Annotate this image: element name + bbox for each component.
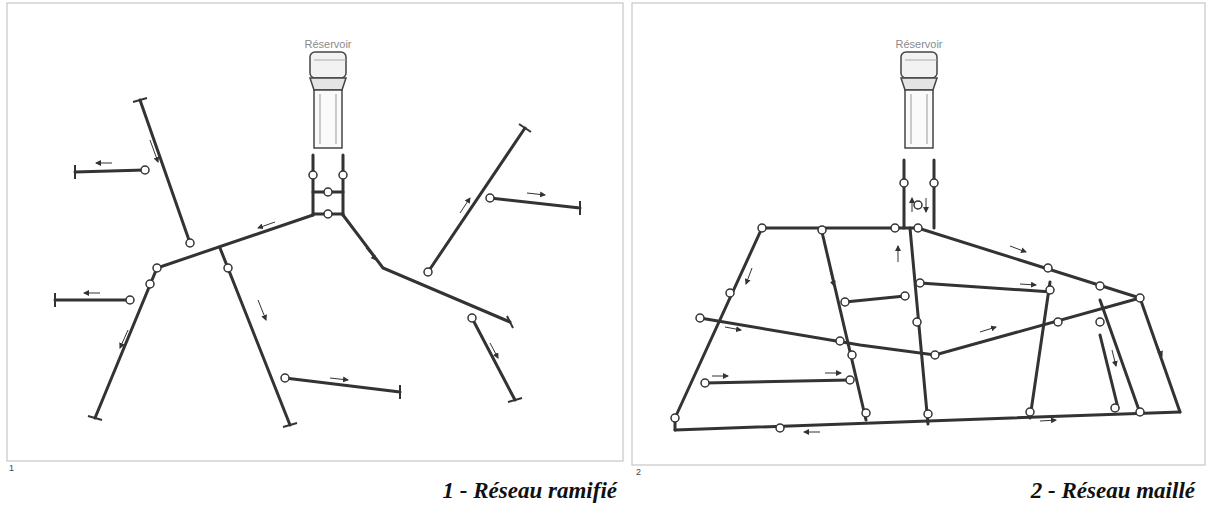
valves xyxy=(126,166,494,382)
reservoir-label: Réservoir xyxy=(895,38,943,50)
flow-arrows xyxy=(84,140,545,380)
reservoir-label: Réservoir xyxy=(304,38,352,50)
panel-frame xyxy=(632,3,1205,465)
meshed-pipes xyxy=(675,160,1180,430)
panel-caption: 2 - Réseau maillé xyxy=(1031,478,1195,504)
flow-arrows xyxy=(712,198,1162,432)
panel-caption: 1 - Réseau ramifié xyxy=(443,478,617,504)
reservoir: Réservoir xyxy=(304,38,352,150)
panel-number: 2 xyxy=(636,467,641,477)
water-tower xyxy=(304,50,352,150)
water-tower xyxy=(895,50,943,150)
valves xyxy=(671,179,1144,432)
panel-number: 1 xyxy=(9,463,14,473)
panel-frame xyxy=(7,3,623,461)
reservoir: Réservoir xyxy=(895,38,943,150)
